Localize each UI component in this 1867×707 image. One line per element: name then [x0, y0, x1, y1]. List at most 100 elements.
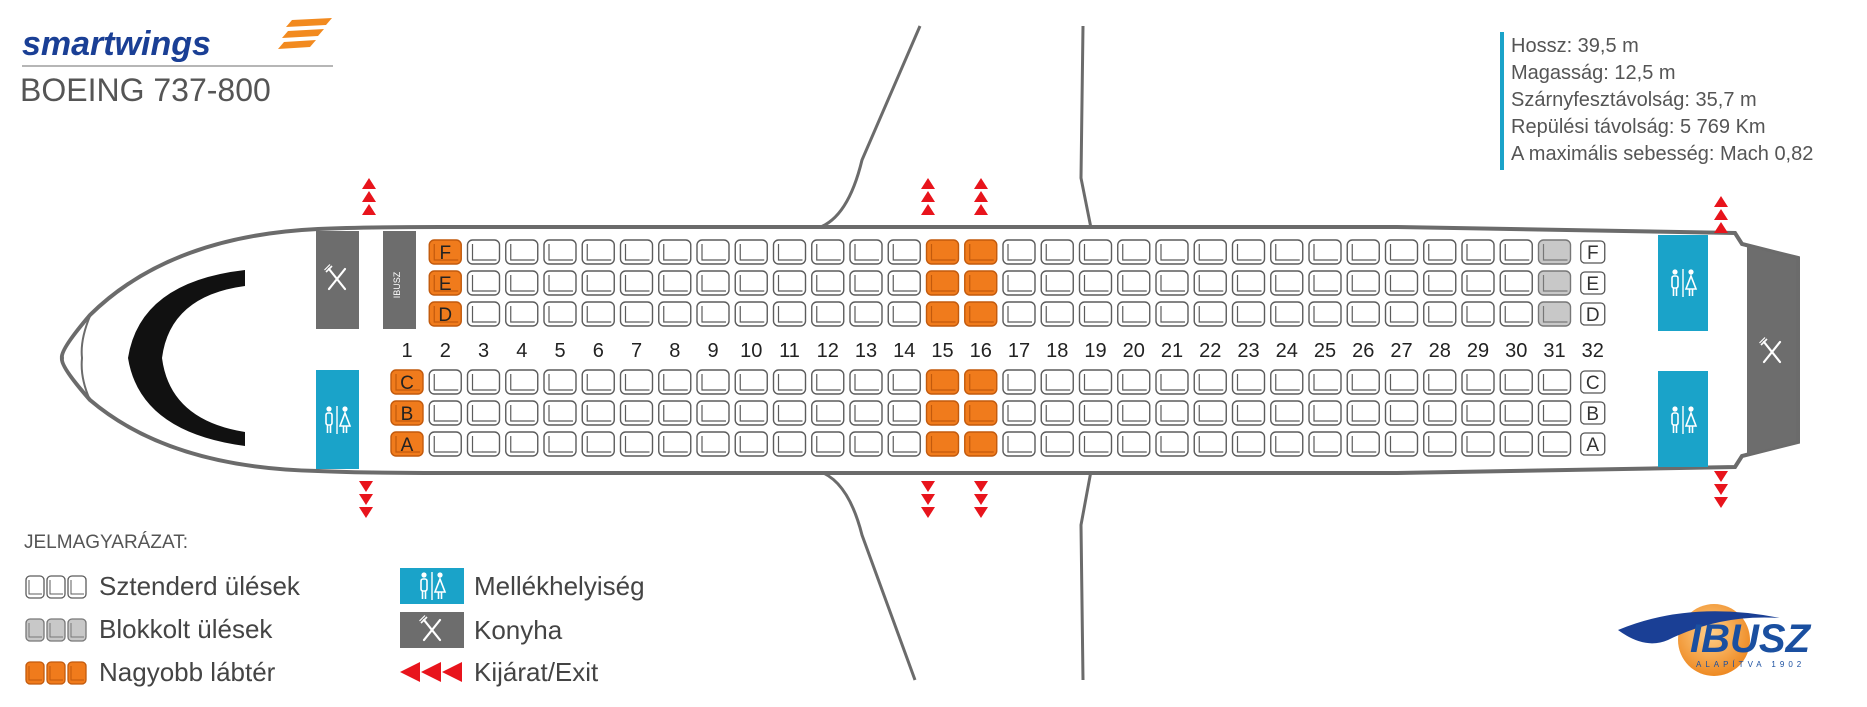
seat-28A[interactable] [1423, 431, 1457, 457]
seat-23F[interactable] [1231, 239, 1266, 265]
seat-15C[interactable] [925, 369, 960, 395]
seat-14D[interactable] [887, 301, 921, 327]
seat-8E[interactable] [658, 270, 692, 296]
seat-12D[interactable] [811, 301, 845, 327]
seat-29A[interactable] [1461, 431, 1495, 457]
seat-23C[interactable] [1231, 369, 1266, 395]
seat-28F[interactable] [1423, 239, 1457, 265]
seat-20E[interactable] [1117, 270, 1151, 296]
seat-8A[interactable] [658, 431, 692, 457]
seat-31F[interactable] [1537, 239, 1572, 265]
seat-2E[interactable]: E [428, 270, 462, 296]
seat-9B[interactable] [696, 400, 730, 426]
seat-17A[interactable] [1002, 431, 1036, 457]
seat-22A[interactable] [1193, 431, 1227, 457]
seat-27F[interactable] [1384, 239, 1419, 265]
seat-18E[interactable] [1040, 270, 1074, 296]
seat-20F[interactable] [1117, 239, 1151, 265]
seat-20A[interactable] [1117, 431, 1151, 457]
seat-1A[interactable]: A [390, 431, 424, 457]
seat-31B[interactable] [1537, 400, 1572, 426]
seat-18B[interactable] [1040, 400, 1074, 426]
seat-22D[interactable] [1193, 301, 1227, 327]
seat-14F[interactable] [887, 239, 921, 265]
seat-19B[interactable] [1078, 400, 1113, 426]
seat-19C[interactable] [1078, 369, 1113, 395]
seat-14C[interactable] [887, 369, 921, 395]
seat-18F[interactable] [1040, 239, 1074, 265]
seat-16A[interactable] [964, 431, 998, 457]
seat-17F[interactable] [1002, 239, 1036, 265]
seat-2D[interactable]: D [428, 301, 462, 327]
seat-14A[interactable] [887, 431, 921, 457]
seat-5C[interactable] [543, 369, 577, 395]
seat-13D[interactable] [849, 301, 883, 327]
seat-7F[interactable] [619, 239, 654, 265]
seat-8F[interactable] [658, 239, 692, 265]
seat-11A[interactable] [772, 431, 807, 457]
seat-4C[interactable] [505, 369, 539, 395]
seat-10D[interactable] [734, 301, 768, 327]
seat-6A[interactable] [581, 431, 615, 457]
seat-25E[interactable] [1308, 270, 1342, 296]
seat-2A[interactable] [428, 431, 462, 457]
seat-24A[interactable] [1270, 431, 1304, 457]
seat-1C[interactable]: C [390, 369, 424, 395]
seat-5D[interactable] [543, 301, 577, 327]
seat-18C[interactable] [1040, 369, 1074, 395]
seat-13F[interactable] [849, 239, 883, 265]
seat-28C[interactable] [1423, 369, 1457, 395]
seat-2C[interactable] [428, 369, 462, 395]
seat-16B[interactable] [964, 400, 998, 426]
seat-9F[interactable] [696, 239, 730, 265]
seat-11B[interactable] [772, 400, 807, 426]
seat-30D[interactable] [1499, 301, 1533, 327]
seat-4F[interactable] [505, 239, 539, 265]
seat-23A[interactable] [1231, 431, 1266, 457]
seat-26C[interactable] [1346, 369, 1380, 395]
seat-6F[interactable] [581, 239, 615, 265]
seat-3D[interactable] [466, 301, 501, 327]
seat-29E[interactable] [1461, 270, 1495, 296]
seat-11E[interactable] [772, 270, 807, 296]
seat-6C[interactable] [581, 369, 615, 395]
seat-5F[interactable] [543, 239, 577, 265]
seat-31D[interactable] [1537, 301, 1572, 327]
seat-7D[interactable] [619, 301, 654, 327]
seat-6E[interactable] [581, 270, 615, 296]
seat-4A[interactable] [505, 431, 539, 457]
seat-27E[interactable] [1384, 270, 1419, 296]
seat-20C[interactable] [1117, 369, 1151, 395]
seat-23E[interactable] [1231, 270, 1266, 296]
seat-15D[interactable] [925, 301, 960, 327]
seat-22B[interactable] [1193, 400, 1227, 426]
seat-23B[interactable] [1231, 400, 1266, 426]
seat-12B[interactable] [811, 400, 845, 426]
seat-15E[interactable] [925, 270, 960, 296]
seat-8D[interactable] [658, 301, 692, 327]
seat-13A[interactable] [849, 431, 883, 457]
seat-7E[interactable] [619, 270, 654, 296]
seat-7A[interactable] [619, 431, 654, 457]
seat-26B[interactable] [1346, 400, 1380, 426]
seat-28E[interactable] [1423, 270, 1457, 296]
seat-21E[interactable] [1155, 270, 1189, 296]
seat-28D[interactable] [1423, 301, 1457, 327]
seat-5B[interactable] [543, 400, 577, 426]
seat-15A[interactable] [925, 431, 960, 457]
seat-25A[interactable] [1308, 431, 1342, 457]
seat-31A[interactable] [1537, 431, 1572, 457]
seat-4E[interactable] [505, 270, 539, 296]
seat-25C[interactable] [1308, 369, 1342, 395]
seat-6B[interactable] [581, 400, 615, 426]
seat-24C[interactable] [1270, 369, 1304, 395]
seat-26D[interactable] [1346, 301, 1380, 327]
seat-3E[interactable] [466, 270, 501, 296]
seat-13C[interactable] [849, 369, 883, 395]
seat-5A[interactable] [543, 431, 577, 457]
seat-10F[interactable] [734, 239, 768, 265]
seat-26E[interactable] [1346, 270, 1380, 296]
seat-31E[interactable] [1537, 270, 1572, 296]
seat-3F[interactable] [466, 239, 501, 265]
seat-15F[interactable] [925, 239, 960, 265]
